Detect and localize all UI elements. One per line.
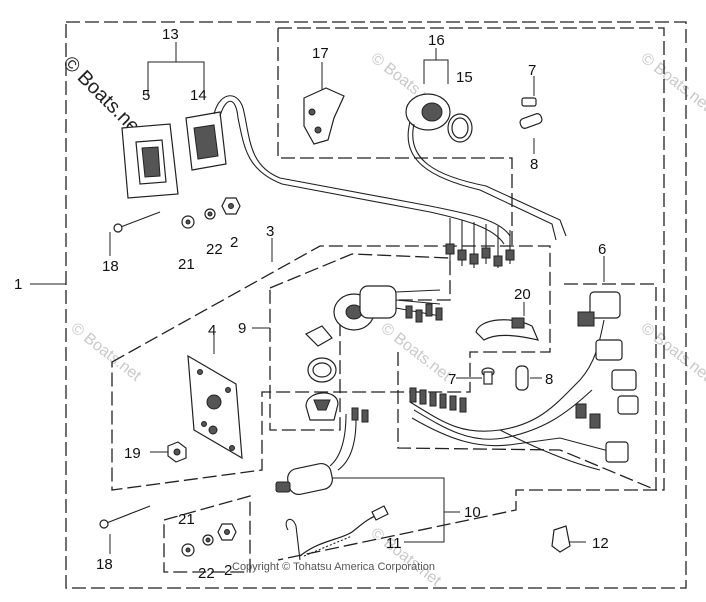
callout-6: 6 xyxy=(598,241,606,258)
hardware-bottom xyxy=(181,523,237,557)
grommet-parts-7-8-top xyxy=(519,97,543,129)
main-harness-part-6 xyxy=(409,291,639,471)
bracket-part-17 xyxy=(303,87,345,145)
nut-part-19 xyxy=(167,441,187,463)
connector-cluster-top xyxy=(445,218,515,268)
callout-15: 15 xyxy=(456,69,473,86)
grommet-parts-7-8-mid xyxy=(481,365,529,391)
screw-part-18-top xyxy=(113,211,161,233)
mounting-plate-part-5 xyxy=(121,123,179,199)
callout-13: 13 xyxy=(162,26,179,43)
key-switch-boundary xyxy=(269,253,451,431)
callout-18: 18 xyxy=(102,258,119,275)
callout-9: 9 xyxy=(238,320,246,337)
callout-14: 14 xyxy=(190,87,207,104)
panel-part-4 xyxy=(187,354,243,460)
hardware-boundary xyxy=(163,495,251,573)
screw-part-18-bottom xyxy=(99,505,151,529)
callout-12: 12 xyxy=(592,535,609,552)
callout-17: 17 xyxy=(312,45,329,62)
top-region-boundary xyxy=(277,28,513,246)
key-switch-part-9 xyxy=(304,285,443,421)
callout-4: 4 xyxy=(208,322,216,339)
strap-part-20 xyxy=(475,317,540,341)
callout-21: 21 xyxy=(178,256,195,273)
switch-region-boundary xyxy=(111,245,551,491)
callout-20: 20 xyxy=(514,286,531,303)
callout-8: 8 xyxy=(545,371,553,388)
harness-region-boundary xyxy=(277,27,665,561)
callout-7: 7 xyxy=(448,371,456,388)
callout-labels: 1 2 2 3 4 5 6 7 7 8 8 9 10 11 12 13 14 1… xyxy=(14,26,609,582)
copyright-notice: Copyright © Tohatsu America Corporation xyxy=(232,561,435,573)
hardware-top xyxy=(181,197,241,229)
watermark: © Boats.net xyxy=(638,320,706,385)
callout-18: 18 xyxy=(96,556,113,573)
callout-1: 1 xyxy=(14,276,22,293)
watermark: © Boats.net xyxy=(378,320,455,385)
watermark: © Boats.net xyxy=(368,525,445,590)
callout-16: 16 xyxy=(428,32,445,49)
callout-2: 2 xyxy=(224,562,232,579)
switch-housing-part-14 xyxy=(185,95,511,245)
harness-6-boundary xyxy=(397,283,657,491)
watermark: © Boats.net xyxy=(68,320,145,385)
kit-boundary xyxy=(65,21,687,589)
callout-22: 22 xyxy=(206,241,223,258)
callout-21: 21 xyxy=(178,511,195,528)
watermark: © Boats.net xyxy=(638,50,706,115)
callout-10: 10 xyxy=(464,504,481,521)
callout-22: 22 xyxy=(198,565,215,582)
callout-7: 7 xyxy=(528,62,536,79)
leader-lines xyxy=(30,42,605,554)
callout-19: 19 xyxy=(124,445,141,462)
stop-switch-part-10 xyxy=(275,407,369,496)
clip-part-12 xyxy=(551,525,571,553)
callout-11: 11 xyxy=(386,535,402,552)
buzzer-part-16 xyxy=(405,93,567,241)
callout-2: 2 xyxy=(230,234,238,251)
callout-3: 3 xyxy=(266,223,274,240)
callout-8: 8 xyxy=(530,156,538,173)
lanyard-part-11 xyxy=(285,505,389,561)
callout-5: 5 xyxy=(142,87,150,104)
